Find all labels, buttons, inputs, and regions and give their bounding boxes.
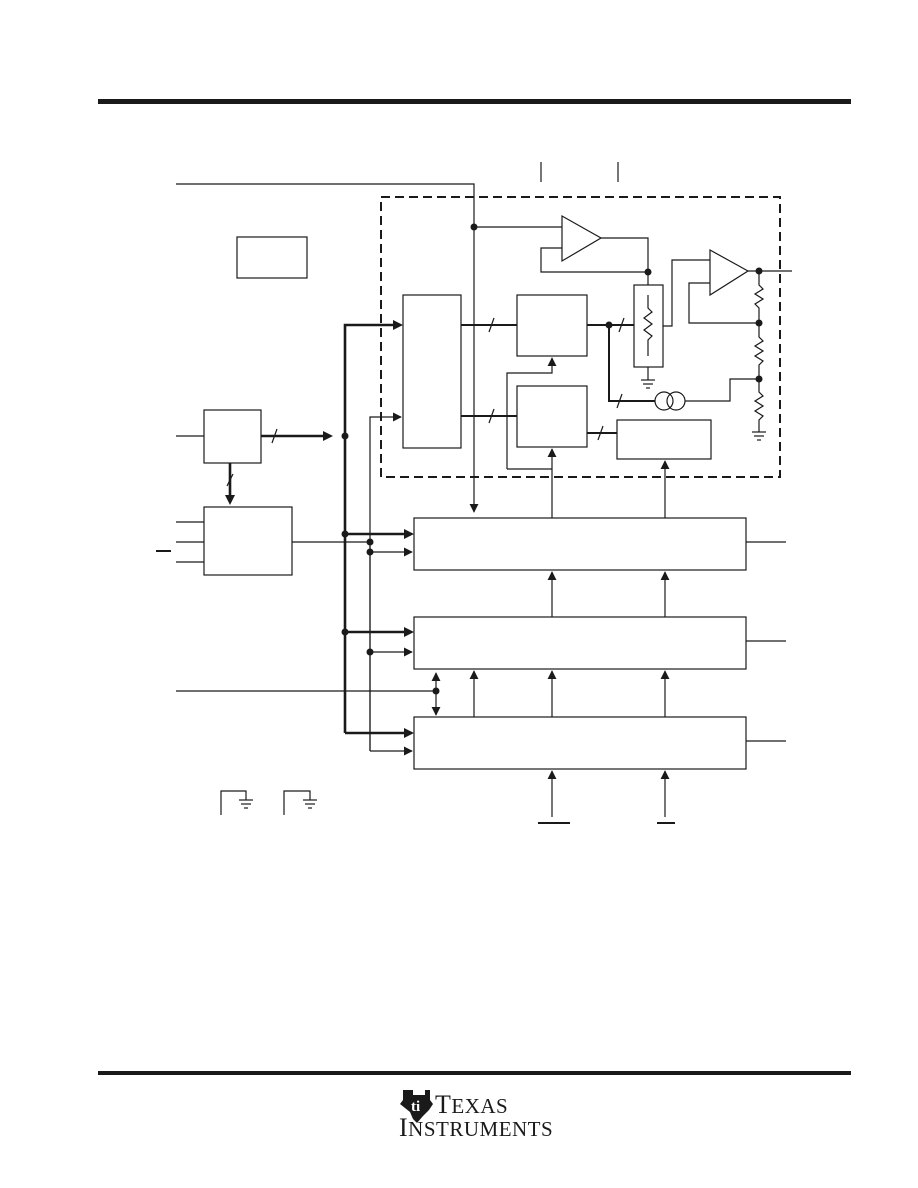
- ti-logo: ti TEXAS INSTRUMENTS: [395, 1082, 565, 1142]
- bottom-rule: [98, 1071, 851, 1075]
- dac-latch-lower: [516, 385, 588, 448]
- dac-section-enclosure: [380, 196, 781, 478]
- svg-text:ti: ti: [411, 1099, 420, 1115]
- output-amplifier: [709, 248, 750, 297]
- oscillator-block: [236, 236, 308, 279]
- brand-line-2: INSTRUMENTS: [399, 1113, 554, 1142]
- brand-line-1: TEXAS: [435, 1090, 509, 1119]
- decoder-block: [402, 294, 462, 449]
- data-register-1: [413, 517, 747, 571]
- reference-amplifier: [561, 214, 603, 263]
- input-logic-block: [203, 409, 262, 464]
- dac-latch-upper: [516, 294, 588, 357]
- ti-state-icon: ti: [400, 1090, 433, 1123]
- data-register-3: [413, 716, 747, 770]
- top-rule: [98, 99, 851, 104]
- ground-symbols: [220, 790, 317, 815]
- control-block: [203, 506, 293, 576]
- data-register-2: [413, 616, 747, 670]
- offset-dac: [616, 419, 712, 460]
